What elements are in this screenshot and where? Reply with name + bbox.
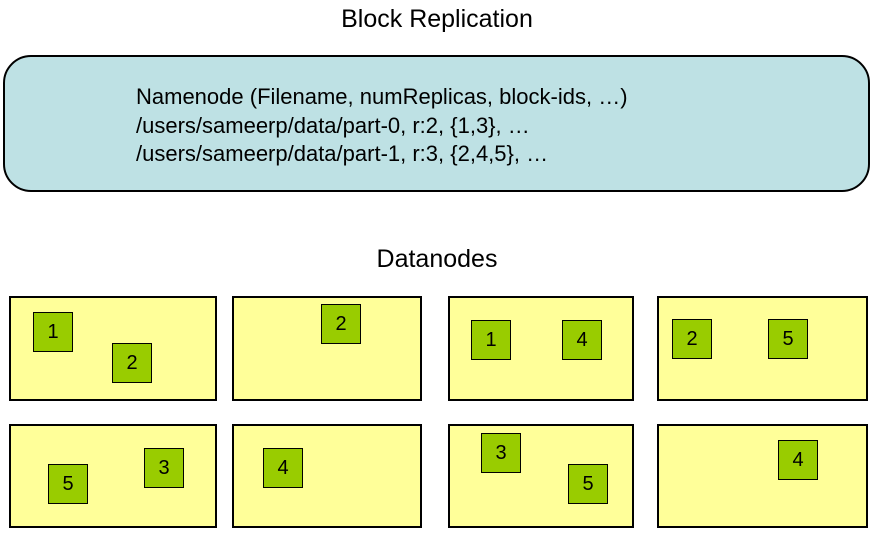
block-label: 1 <box>485 329 497 351</box>
block-label: 2 <box>335 313 347 335</box>
block: 2 <box>672 319 712 359</box>
block: 5 <box>48 464 88 504</box>
block-label: 5 <box>62 473 74 495</box>
block: 3 <box>481 433 521 473</box>
block-label: 5 <box>582 473 594 495</box>
namenode-file-entry: /users/sameerp/data/part-0, r:2, {1,3}, … <box>136 112 530 138</box>
block: 5 <box>568 464 608 504</box>
page-title: Block Replication <box>341 5 533 33</box>
block: 2 <box>321 304 361 344</box>
block: 5 <box>768 319 808 359</box>
namenode-header-line: Namenode (Filename, numReplicas, block-i… <box>136 84 628 109</box>
block-label: 4 <box>792 449 804 471</box>
block: 3 <box>144 448 184 488</box>
block-label: 4 <box>277 457 289 479</box>
block-label: 1 <box>47 321 59 343</box>
datanode-box: 4 <box>657 424 868 528</box>
block-label: 3 <box>158 457 170 479</box>
block: 4 <box>562 320 602 360</box>
namenode-file-entry: /users/sameerp/data/part-1, r:3, {2,4,5}… <box>136 141 549 166</box>
block: 4 <box>263 448 303 488</box>
block: 4 <box>778 440 818 480</box>
block-label: 4 <box>576 329 588 351</box>
block-label: 5 <box>782 328 794 350</box>
datanode-box: 4 <box>232 424 422 528</box>
datanodes-title: Datanodes <box>376 245 498 273</box>
block-label: 2 <box>126 352 138 374</box>
block: 1 <box>33 312 73 352</box>
datanode-box: 2 <box>232 296 422 401</box>
block: 2 <box>112 343 152 383</box>
block: 1 <box>471 320 511 360</box>
block-label: 2 <box>686 328 698 350</box>
namenode-box: Namenode (Filename, numReplicas, block-i… <box>3 55 870 192</box>
block-label: 3 <box>495 442 507 464</box>
